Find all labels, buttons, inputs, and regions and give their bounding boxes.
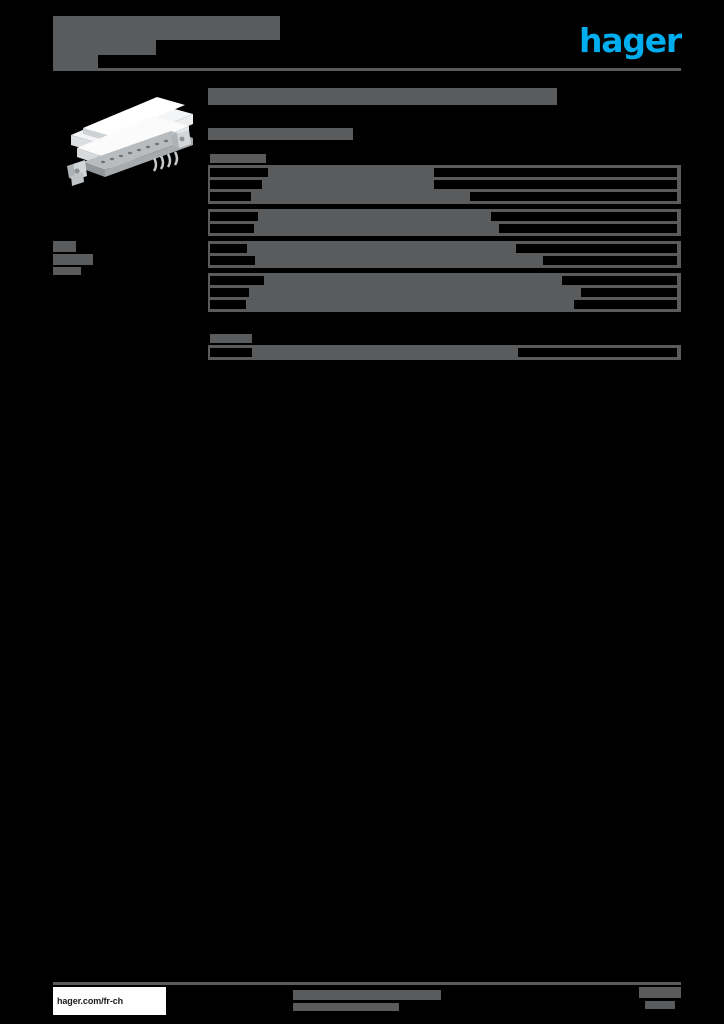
spec-value bbox=[516, 244, 677, 253]
spec-label bbox=[210, 180, 262, 189]
table-row bbox=[208, 209, 681, 236]
spec-value bbox=[562, 276, 677, 285]
spec-value-cell bbox=[358, 241, 681, 268]
footer-divider bbox=[53, 982, 681, 985]
page-number-sub bbox=[645, 1001, 675, 1009]
document-subtitle-line1 bbox=[53, 40, 156, 55]
section-label-2 bbox=[210, 334, 252, 343]
spec-value bbox=[518, 348, 677, 357]
reference-line-1 bbox=[53, 241, 76, 252]
spec-value bbox=[581, 288, 677, 297]
footer-line-1 bbox=[293, 990, 441, 1000]
spec-value-cell bbox=[358, 273, 681, 312]
document-header bbox=[53, 14, 681, 70]
spec-label bbox=[210, 192, 251, 201]
document-footer: hager.com/fr-ch bbox=[53, 987, 681, 1017]
product-reference-block bbox=[53, 241, 193, 277]
spec-label bbox=[210, 288, 249, 297]
spec-label-cell bbox=[208, 165, 358, 204]
header-divider bbox=[53, 68, 681, 71]
page-number bbox=[639, 987, 681, 998]
document-title bbox=[53, 16, 280, 40]
spec-value bbox=[491, 212, 677, 221]
spec-value bbox=[470, 192, 677, 201]
spec-label-cell bbox=[208, 345, 358, 360]
section-label-1 bbox=[210, 154, 266, 163]
spec-section-1 bbox=[208, 154, 681, 312]
spec-value-cell bbox=[358, 209, 681, 236]
table-row bbox=[208, 165, 681, 204]
reference-line-2 bbox=[53, 254, 93, 265]
spec-value bbox=[574, 300, 677, 309]
page-subtitle bbox=[208, 128, 353, 140]
footer-center-text bbox=[293, 990, 553, 1012]
spec-label bbox=[210, 212, 258, 221]
footer-line-2 bbox=[293, 1003, 399, 1011]
spec-value bbox=[434, 180, 677, 189]
spec-label bbox=[210, 244, 247, 253]
spec-value bbox=[499, 224, 677, 233]
document-subtitle-line2 bbox=[53, 55, 98, 69]
spec-label-cell bbox=[208, 241, 358, 268]
product-photo bbox=[53, 88, 199, 186]
spec-value bbox=[543, 256, 677, 265]
spec-section-2 bbox=[208, 334, 681, 360]
spec-label bbox=[210, 256, 255, 265]
spec-value-cell bbox=[358, 345, 681, 360]
reference-line-3 bbox=[53, 267, 81, 275]
main-content bbox=[208, 88, 681, 360]
spec-label bbox=[210, 276, 264, 285]
spec-label bbox=[210, 168, 268, 177]
spec-label bbox=[210, 300, 246, 309]
spec-label-cell bbox=[208, 273, 358, 312]
table-row bbox=[208, 273, 681, 312]
footer-url[interactable]: hager.com/fr-ch bbox=[57, 996, 124, 1006]
page-title bbox=[208, 88, 557, 105]
footer-url-box[interactable]: hager.com/fr-ch bbox=[53, 987, 166, 1015]
spec-value-cell bbox=[358, 165, 681, 204]
page-number-block bbox=[639, 987, 681, 1013]
spec-label bbox=[210, 348, 252, 357]
spec-label-cell bbox=[208, 209, 358, 236]
spec-label bbox=[210, 224, 254, 233]
spec-value bbox=[434, 168, 677, 177]
table-row bbox=[208, 241, 681, 268]
hager-logo: hager bbox=[569, 21, 682, 60]
brand-wordmark: hager bbox=[578, 21, 682, 60]
table-row bbox=[208, 345, 681, 360]
